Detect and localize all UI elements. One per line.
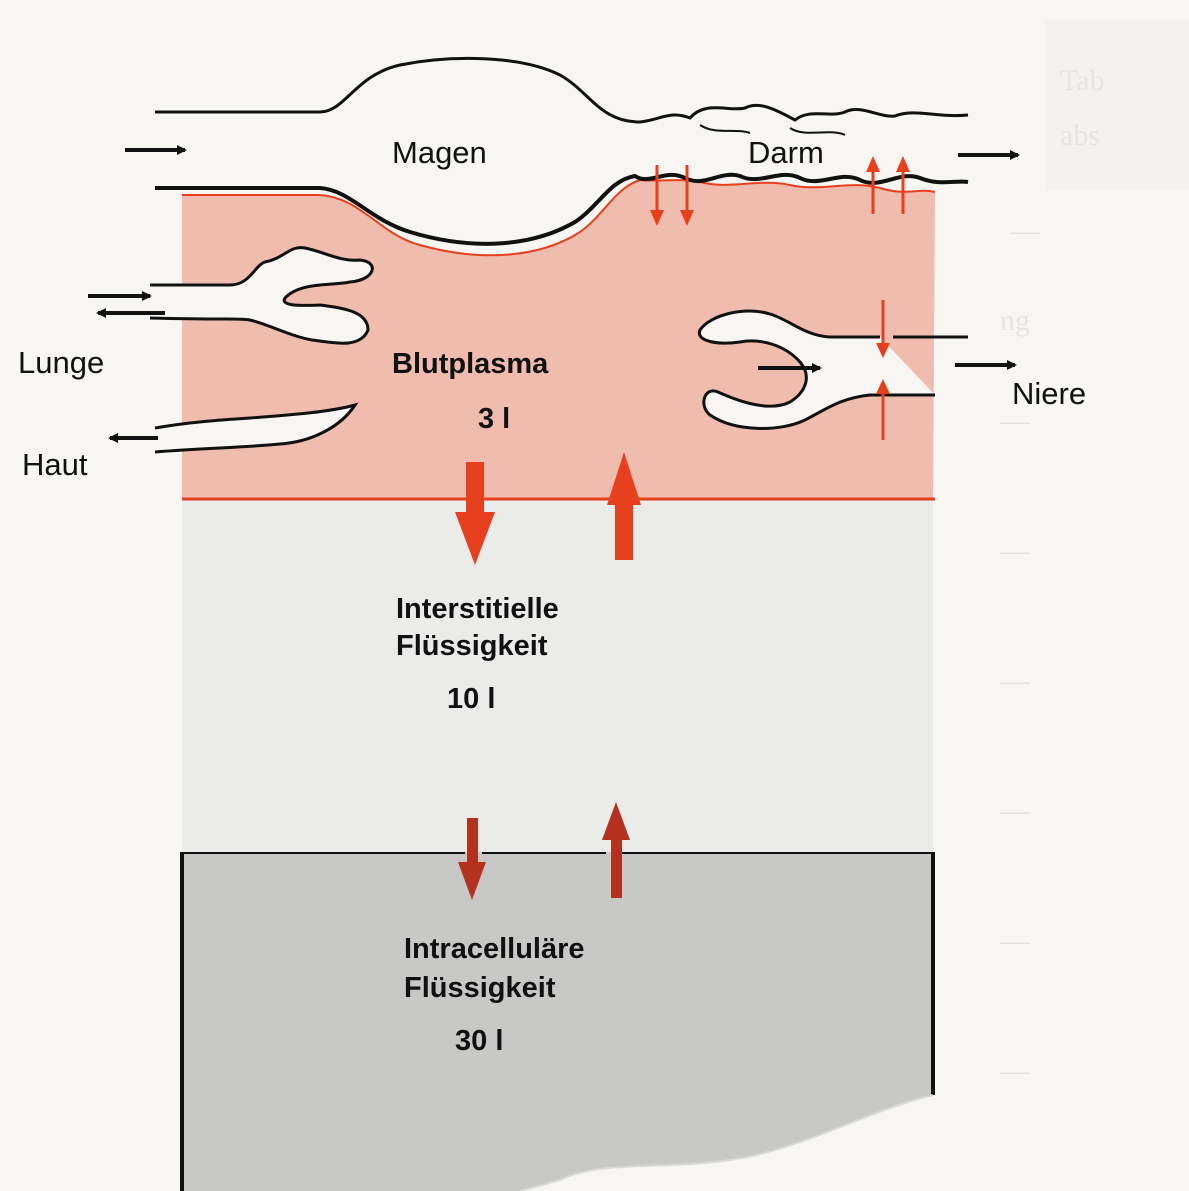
- intracellular-label-line1: Intracelluläre: [404, 933, 585, 965]
- darm-label: Darm: [748, 135, 824, 170]
- tract-top-wall: [155, 58, 968, 122]
- interstitial-label-line1: Interstitielle: [396, 593, 559, 625]
- blutplasma-label: Blutplasma: [392, 348, 549, 380]
- intracellular-label-line2: Flüssigkeit: [404, 972, 556, 1004]
- background-page-bleed: Tab abs — ng — — — — — —: [999, 20, 1189, 1087]
- svg-text:Tab: Tab: [1060, 64, 1105, 97]
- svg-text:—: —: [999, 794, 1031, 827]
- niere-label: Niere: [1012, 376, 1086, 411]
- svg-text:—: —: [999, 664, 1031, 697]
- svg-text:—: —: [999, 1054, 1031, 1087]
- intracellular-volume: 30 l: [455, 1025, 503, 1057]
- magen-label: Magen: [392, 135, 487, 170]
- svg-text:ng: ng: [1000, 304, 1030, 337]
- interstitial-volume: 10 l: [447, 683, 495, 715]
- lunge-label: Lunge: [18, 345, 104, 380]
- svg-text:abs: abs: [1060, 119, 1100, 152]
- intracellular-compartment: [182, 852, 933, 1191]
- svg-text:—: —: [1009, 214, 1041, 247]
- svg-text:—: —: [999, 924, 1031, 957]
- interstitial-compartment: [182, 500, 933, 852]
- haut-label: Haut: [22, 447, 88, 482]
- blutplasma-volume: 3 l: [478, 403, 510, 435]
- svg-text:—: —: [999, 534, 1031, 567]
- darm-inner-folds: [700, 125, 845, 135]
- intracellular-fill: [182, 852, 933, 1191]
- interstitial-label-line2: Flüssigkeit: [396, 630, 548, 662]
